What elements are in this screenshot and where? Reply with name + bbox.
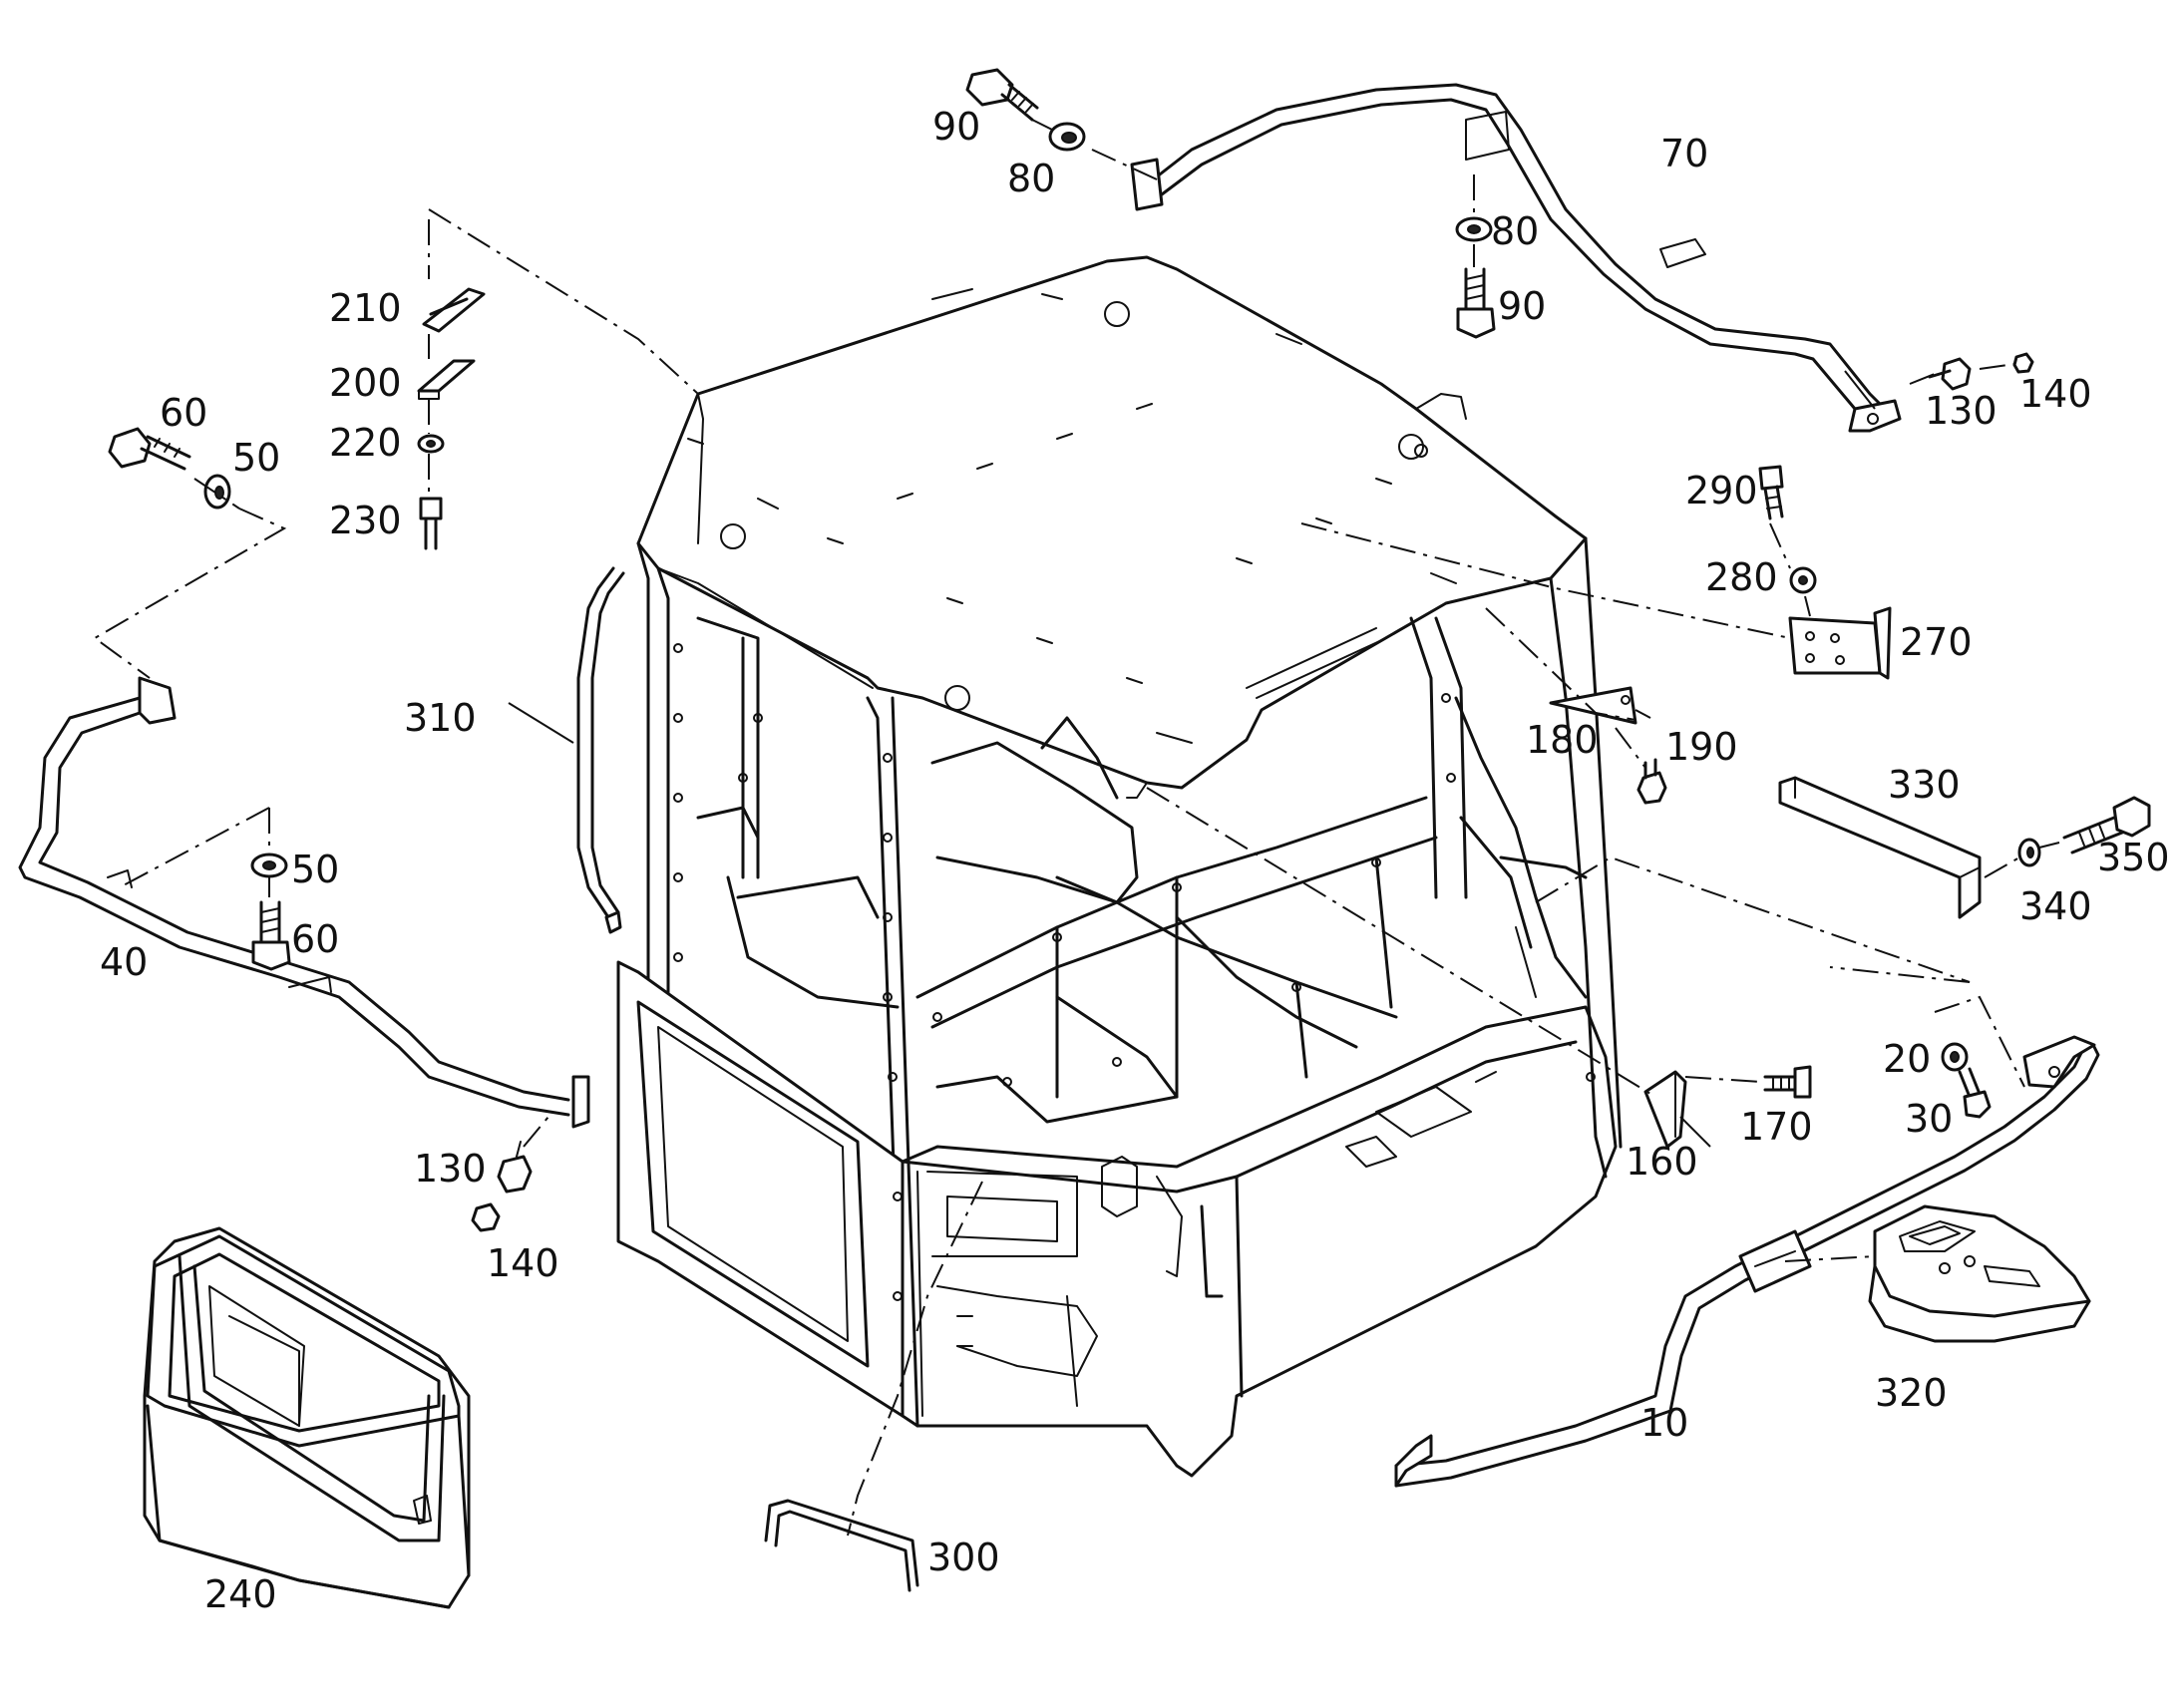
label-20: 20 (1883, 1037, 1931, 1081)
part-70-handrail (1130, 83, 1902, 433)
part-280-washer (1789, 566, 1817, 594)
part-220-washer (417, 434, 445, 454)
label-340: 340 (2019, 884, 2092, 928)
leader-lines (508, 370, 1876, 1148)
label-310: 310 (404, 696, 477, 740)
label-30: 30 (1905, 1097, 1953, 1141)
part-340-washer (2017, 838, 2041, 867)
part-160-bracket (1643, 1070, 1687, 1149)
label-330: 330 (1888, 763, 1961, 807)
label-90-upper: 90 (932, 105, 980, 149)
label-10: 10 (1640, 1401, 1688, 1445)
part-140-nut-upper (2012, 352, 2034, 374)
label-350: 350 (2097, 836, 2170, 879)
label-140-upper: 140 (2019, 372, 2092, 416)
part-80-washer-upper (1048, 122, 1086, 152)
part-320-step-plate (1868, 1204, 2091, 1343)
part-10-step-rail (1394, 1035, 2100, 1488)
part-80-washer-lower (1455, 216, 1493, 242)
part-40-handrail (18, 676, 590, 1129)
label-140-lower: 140 (487, 1241, 559, 1285)
label-70: 70 (1660, 132, 1708, 175)
label-60-upper: 60 (160, 391, 207, 435)
label-160: 160 (1626, 1140, 1698, 1184)
part-130-nut-lower (497, 1141, 533, 1194)
label-200: 200 (329, 361, 402, 405)
part-170-screw (1763, 1065, 1812, 1099)
label-50-upper: 50 (232, 436, 280, 480)
part-60-bolt-lower (251, 900, 291, 971)
part-310-grab-handle (576, 566, 625, 934)
part-labels: 90 80 70 80 90 130 140 210 200 220 230 6… (100, 105, 2170, 1616)
part-30-screw (1958, 1067, 1992, 1119)
part-290-screw (1758, 465, 1784, 520)
part-60-bolt-upper (108, 427, 191, 471)
label-130-upper: 130 (1925, 389, 1998, 433)
part-350-bolt (2062, 796, 2151, 854)
label-180: 180 (1526, 718, 1599, 762)
part-20-washer (1941, 1042, 1969, 1072)
label-320: 320 (1875, 1371, 1948, 1415)
label-280: 280 (1705, 555, 1778, 599)
part-50-washer-lower (250, 853, 288, 878)
part-130-nut-upper (1928, 357, 1972, 391)
cab-frame (616, 255, 1623, 1478)
part-180-gusset (1549, 686, 1637, 725)
label-190: 190 (1665, 725, 1738, 769)
part-190-screw (1636, 758, 1667, 805)
label-90-lower: 90 (1498, 284, 1546, 328)
part-90-bolt-lower (1456, 267, 1496, 339)
label-60-lower: 60 (291, 917, 339, 961)
label-290: 290 (1685, 469, 1758, 512)
label-130-lower: 130 (414, 1147, 487, 1191)
part-330-channel (1778, 776, 1982, 919)
assembly-lines (93, 119, 2060, 1537)
part-300-u-clip (764, 1499, 919, 1592)
part-200-plate (417, 359, 476, 400)
label-40: 40 (100, 940, 148, 984)
part-90-bolt-upper (965, 68, 1039, 122)
label-240: 240 (204, 1572, 277, 1616)
part-140-nut-lower (471, 1202, 501, 1232)
part-230-screw (419, 497, 443, 550)
label-80-lower: 80 (1491, 209, 1539, 253)
part-50-washer-upper (203, 474, 231, 510)
part-270-bracket (1788, 606, 1892, 680)
label-300: 300 (927, 1536, 1000, 1579)
part-210-clip (422, 287, 486, 333)
label-50-lower: 50 (291, 848, 339, 891)
label-230: 230 (329, 499, 402, 542)
label-210: 210 (329, 286, 402, 330)
label-170: 170 (1740, 1105, 1813, 1149)
label-270: 270 (1900, 620, 1973, 664)
part-240-window-panel (143, 1226, 471, 1609)
label-220: 220 (329, 421, 402, 465)
label-80-upper: 80 (1007, 157, 1055, 200)
